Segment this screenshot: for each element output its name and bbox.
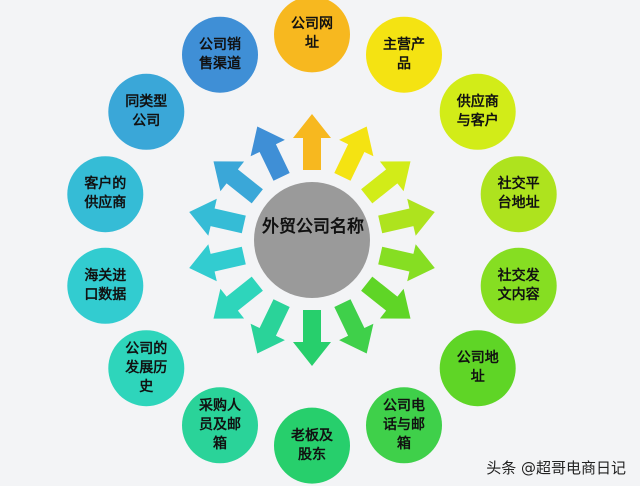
node-label-9: 采购人 员及邮 箱	[199, 397, 242, 452]
node-label-10: 公司的 发展历 史	[125, 340, 168, 395]
node-circle-2	[366, 16, 442, 93]
node-circle-1	[274, 0, 350, 73]
node-circle-5	[480, 247, 557, 324]
node-circle-4	[480, 156, 557, 233]
node-label-12: 客户的 供应商	[84, 176, 127, 212]
node-circle-3	[439, 73, 516, 150]
node-circle-6	[439, 330, 516, 407]
arrow-7	[334, 299, 374, 354]
node-circle-14	[182, 16, 258, 93]
arrow-4	[378, 198, 435, 236]
arrow-6	[361, 276, 411, 319]
node-circle-10	[108, 330, 185, 407]
arrow-1	[293, 114, 331, 170]
node-circle-11	[67, 247, 144, 324]
arrow-5	[378, 244, 435, 282]
center-circle	[254, 182, 370, 298]
node-label-2: 主营产 品	[382, 36, 425, 72]
arrow-12	[189, 198, 246, 236]
arrow-8	[293, 310, 331, 366]
node-label-8: 老板及 股东	[291, 427, 333, 463]
watermark: 头条 @超哥电商日记	[486, 459, 626, 477]
arrow-10	[213, 276, 263, 319]
node-label-3: 供应商 与客户	[456, 93, 499, 129]
node-circle-13	[108, 73, 185, 150]
node-circle-9	[182, 387, 258, 464]
node-label-11: 海关进 口数据	[84, 267, 127, 303]
arrow-9	[250, 299, 290, 354]
node-label-14: 公司销 售渠道	[199, 36, 242, 72]
arrow-11	[189, 244, 246, 282]
center-label: 外贸公司名称	[262, 217, 364, 237]
arrow-13	[213, 161, 263, 204]
node-label-7: 公司电 话与邮 箱	[382, 397, 425, 452]
arrow-2	[334, 126, 374, 181]
node-circle-7	[366, 387, 442, 464]
arrow-14	[250, 126, 290, 181]
node-label-4: 社交平 台地址	[497, 176, 540, 212]
node-label-5: 社交发 文内容	[497, 267, 540, 303]
node-circle-12	[67, 156, 144, 233]
arrow-3	[361, 161, 411, 204]
node-label-1: 公司网 址	[291, 16, 333, 52]
node-label-6: 公司地 址	[456, 350, 499, 386]
node-label-13: 同类型 公司	[125, 93, 168, 129]
node-circle-8	[274, 407, 350, 484]
